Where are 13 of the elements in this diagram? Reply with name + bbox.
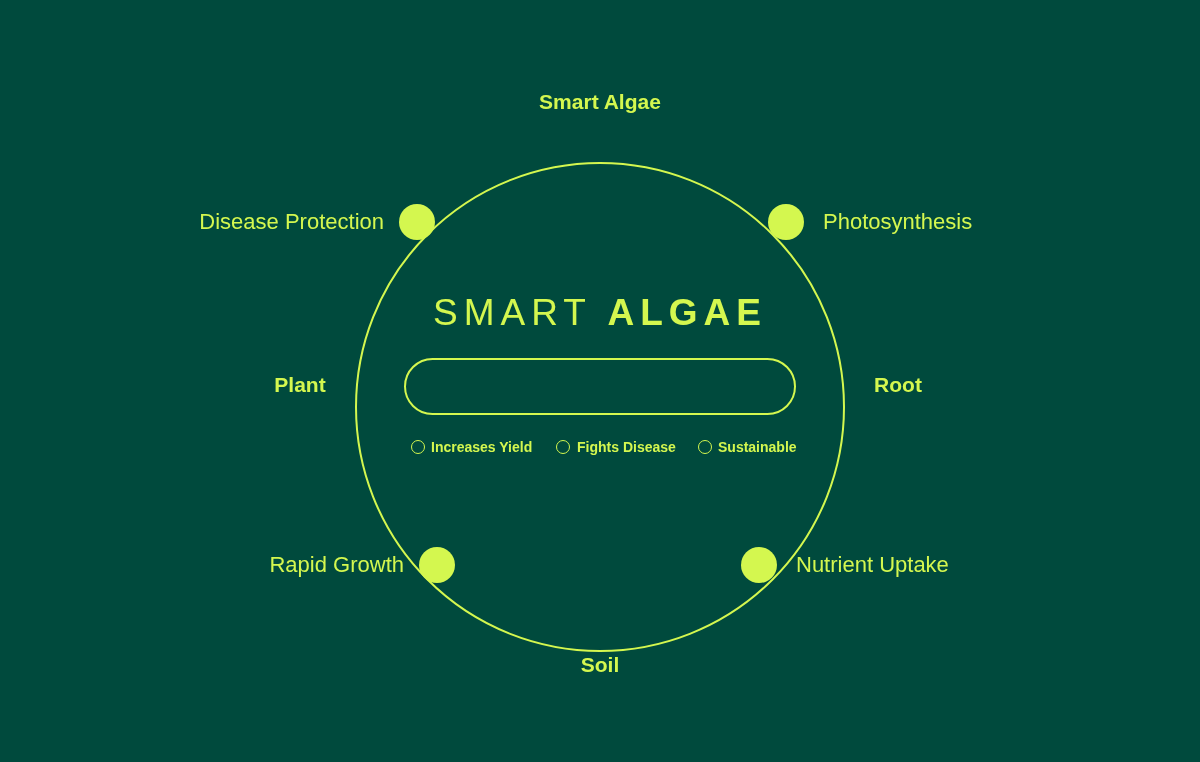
diagram-heading: SMART ALGAE [432,292,768,334]
label-text: Plant [273,372,327,398]
benefit-label: Fights Disease [577,438,676,456]
benefit-label: Increases Yield [431,438,533,456]
label-text: Smart Algae [538,89,662,115]
label-text: Soil [579,652,621,678]
dot-label: Rapid Growth [269,552,404,578]
dot-label: Nutrient Uptake [796,552,949,578]
label-text: Root [873,372,923,398]
pill-box [404,358,796,415]
dot-label: Photosynthesis [823,209,973,235]
benefit-label: Sustainable [718,438,797,456]
dot-label: Disease Protection [199,209,384,235]
